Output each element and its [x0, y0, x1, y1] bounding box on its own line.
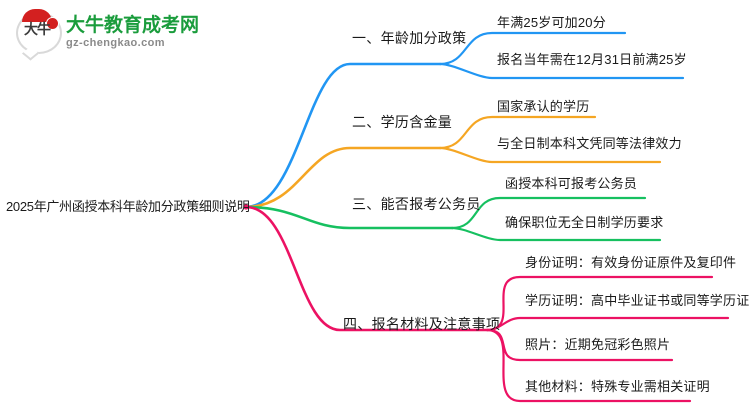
mindmap-connector	[244, 205, 489, 332]
mindmap-leaf-node-4-1[interactable]: 身份证明：有效身份证原件及复印件	[525, 255, 737, 270]
logo-title: 大牛教育成考网	[66, 14, 200, 36]
mindmap-leaf-node-3-2[interactable]: 确保职位无全日制学历要求	[505, 215, 664, 230]
mindmap-leaf-node-2-2[interactable]: 与全日制本科文凭同等法律效力	[497, 136, 682, 151]
mindmap-leaf-node-2-1[interactable]: 国家承认的学历	[497, 99, 590, 114]
logo-bull-icon: 大牛	[14, 9, 62, 55]
mindmap-branch-node-1[interactable]: 一、年龄加分政策	[352, 30, 467, 46]
logo-dot-shape	[46, 17, 59, 30]
mindmap-leaf-node-3-1[interactable]: 函授本科可报考公务员	[505, 176, 638, 191]
mindmap-branch-node-4[interactable]: 四、报名材料及注意事项	[343, 316, 501, 332]
logo-mark-text: 大牛	[24, 21, 51, 37]
logo-subtitle: gz-chengkao.com	[66, 36, 165, 49]
mindmap-leaf-node-1-1[interactable]: 年满25岁可加20分	[497, 15, 606, 30]
site-logo: 大牛 大牛教育成考网 gz-chengkao.com	[14, 6, 209, 58]
mindmap-connector	[485, 316, 730, 332]
mindmap-connector	[244, 62, 442, 209]
mindmap-leaf-node-4-4[interactable]: 其他材料：特殊专业需相关证明	[525, 379, 710, 394]
mindmap-leaf-node-4-2[interactable]: 学历证明：高中毕业证书或同等学历证明	[525, 293, 750, 308]
mindmap-leaf-node-4-3[interactable]: 照片：近期免冠彩色照片	[525, 337, 671, 352]
mindmap-branch-node-2[interactable]: 二、学历含金量	[352, 114, 453, 130]
mindmap-root-node[interactable]: 2025年广州函授本科年龄加分政策细则说明	[6, 199, 250, 214]
logo-cap-shape	[22, 9, 52, 22]
mindmap-branch-node-3[interactable]: 三、能否报考公务员	[352, 196, 481, 212]
logo-text-block: 大牛教育成考网 gz-chengkao.com	[66, 16, 199, 49]
mindmap-leaf-node-1-2[interactable]: 报名当年需在12月31日前满25岁	[497, 52, 687, 67]
